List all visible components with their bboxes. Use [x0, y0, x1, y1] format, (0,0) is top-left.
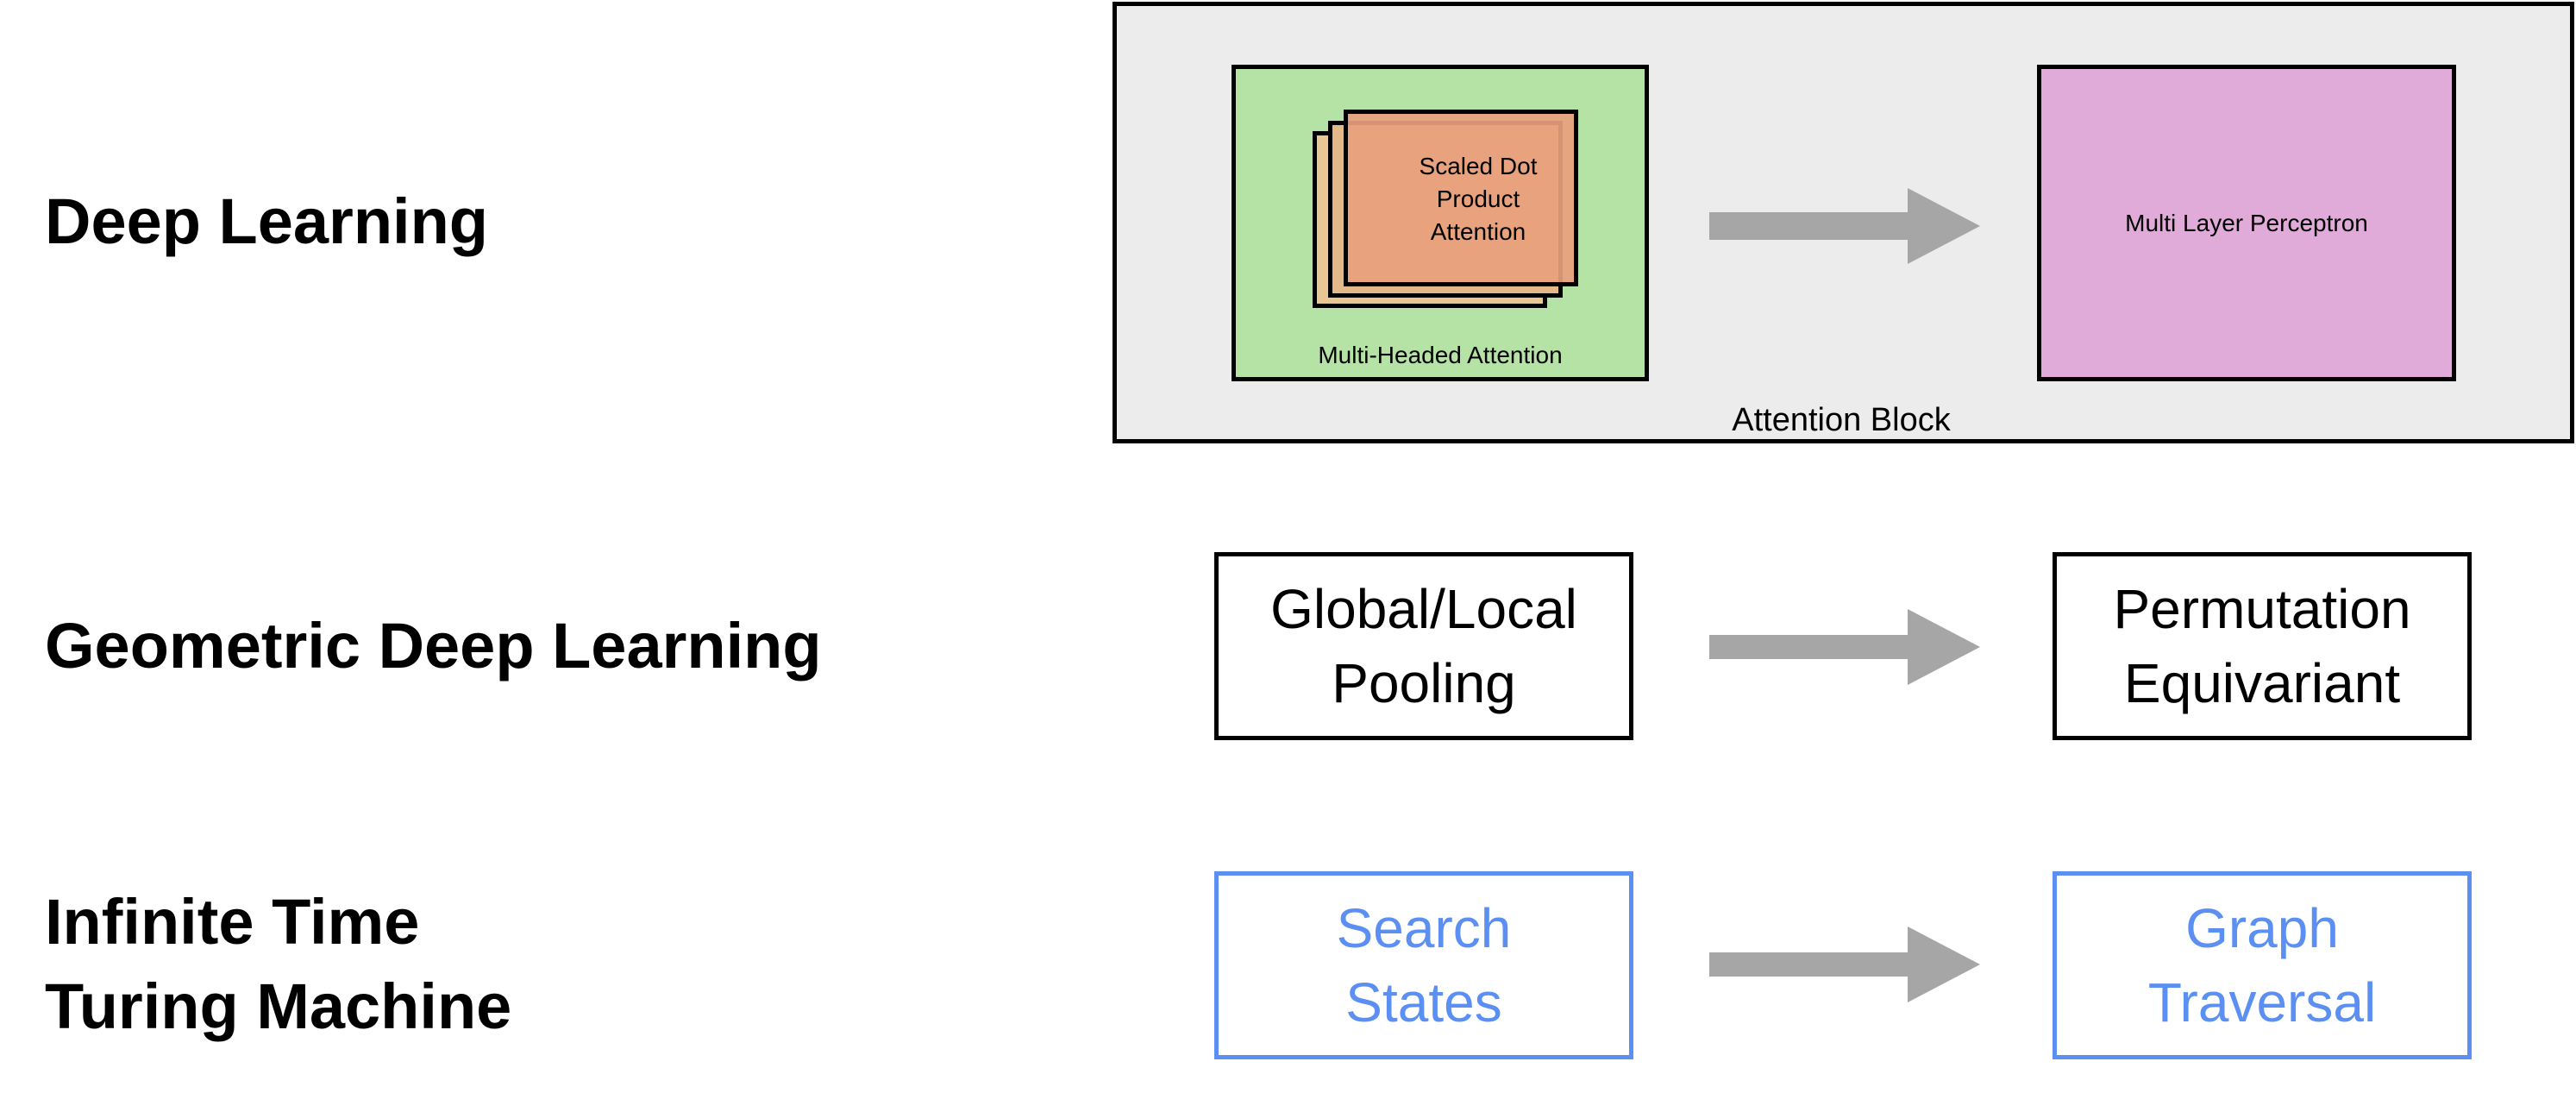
sdpa-line-2: Product: [1436, 185, 1520, 212]
arrow-right-icon: [1709, 609, 1980, 685]
search-states-line-2: States: [1345, 971, 1502, 1033]
sdpa-line-1: Scaled Dot: [1419, 153, 1538, 179]
permutation-equivariant-box: Permutation Equivariant: [2053, 552, 2472, 740]
row-label-infinite-time-turing-machine: Infinite Time Turing Machine: [45, 880, 511, 1049]
row-label-line-1: Infinite Time: [45, 886, 420, 958]
arrow-right-icon: [1709, 188, 1980, 264]
global-local-pooling-line-2: Pooling: [1332, 652, 1516, 714]
graph-traversal-line-1: Graph: [2185, 897, 2339, 959]
permutation-equivariant-line-1: Permutation: [2113, 578, 2411, 640]
global-local-pooling-line-1: Global/Local: [1270, 578, 1577, 640]
sdpa-line-3: Attention: [1430, 218, 1526, 245]
attention-block-label: Attention Block: [1732, 402, 1951, 438]
row-label-line-2: Turing Machine: [45, 971, 512, 1042]
graph-traversal-box: Graph Traversal: [2053, 871, 2472, 1059]
row-label-geometric-deep-learning: Geometric Deep Learning: [45, 610, 822, 682]
search-states-line-1: Search: [1336, 897, 1512, 959]
scaled-dot-product-attention-card: Scaled Dot Product Attention: [1344, 110, 1578, 286]
arrow-right-icon: [1709, 927, 1980, 1002]
row-label-deep-learning: Deep Learning: [45, 185, 488, 257]
search-states-box: Search States: [1214, 871, 1633, 1059]
multi-headed-attention-label: Multi-Headed Attention: [1318, 342, 1563, 368]
global-local-pooling-box: Global/Local Pooling: [1214, 552, 1633, 740]
multi-layer-perceptron-box: Multi Layer Perceptron: [2037, 65, 2456, 381]
multi-layer-perceptron-label: Multi Layer Perceptron: [2125, 209, 2368, 236]
graph-traversal-line-2: Traversal: [2147, 971, 2377, 1033]
permutation-equivariant-line-2: Equivariant: [2123, 652, 2401, 714]
